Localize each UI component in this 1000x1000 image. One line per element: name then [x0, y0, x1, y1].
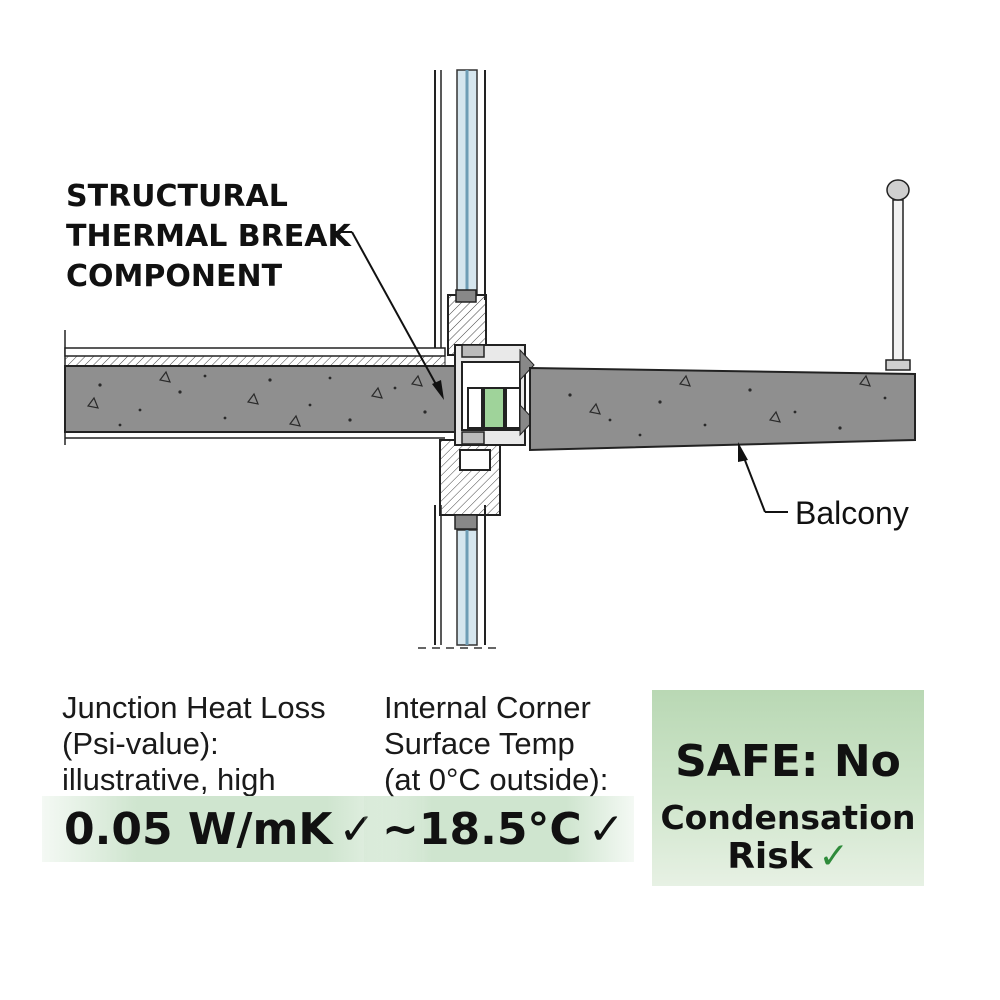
lower-frame — [439, 439, 501, 530]
check-icon: ✓ — [587, 803, 625, 855]
glazing-lower — [456, 529, 478, 646]
callout-line-1: STRUCTURAL — [66, 179, 288, 214]
metric-surface-temp: Internal Corner Surface Temp (at 0°C out… — [364, 690, 644, 862]
surface-temp-line-2: Surface Temp — [384, 726, 575, 761]
surface-temp-line-3: (at 0°C outside): — [384, 762, 609, 797]
glazing-upper — [456, 69, 478, 296]
verdict-title: SAFE: No — [675, 736, 901, 787]
verdict-line-2: Condensation — [660, 798, 916, 837]
heat-loss-badge: 0.05 W/mK ✓ — [42, 796, 422, 862]
heat-loss-value: 0.05 W/mK — [64, 803, 333, 855]
heat-loss-line-2: (Psi-value): — [62, 726, 219, 761]
verdict-box: SAFE: No Condensation Risk✓ — [652, 690, 924, 886]
verdict-risk-text: Risk — [727, 836, 813, 877]
metric-heat-loss: Junction Heat Loss (Psi-value): illustra… — [42, 690, 422, 862]
heat-loss-line-3: illustrative, high — [62, 762, 276, 797]
balcony-label: Balcony — [795, 495, 909, 531]
surface-temp-badge: ~18.5°C ✓ — [364, 796, 634, 862]
thermal-break-component — [454, 344, 535, 446]
balustrade-post — [885, 179, 911, 371]
heat-loss-line-1: Junction Heat Loss — [62, 690, 326, 725]
callout-line-3: COMPONENT — [66, 259, 283, 294]
callout-thermal-break: STRUCTURAL THERMAL BREAK COMPONENT — [66, 179, 444, 400]
balcony-arrowhead — [738, 442, 748, 462]
interior-slab — [64, 330, 456, 445]
callout-line-2: THERMAL BREAK — [66, 219, 352, 254]
balcony-slab — [529, 366, 916, 452]
verdict-line-3: Risk✓ — [652, 836, 924, 877]
surface-temp-value: ~18.5°C — [382, 803, 582, 855]
wall-lines — [418, 70, 500, 649]
callout-arrowhead — [432, 380, 444, 400]
check-icon: ✓ — [818, 836, 849, 877]
surface-temp-line-1: Internal Corner — [384, 690, 591, 725]
callout-balcony: Balcony — [738, 442, 909, 531]
